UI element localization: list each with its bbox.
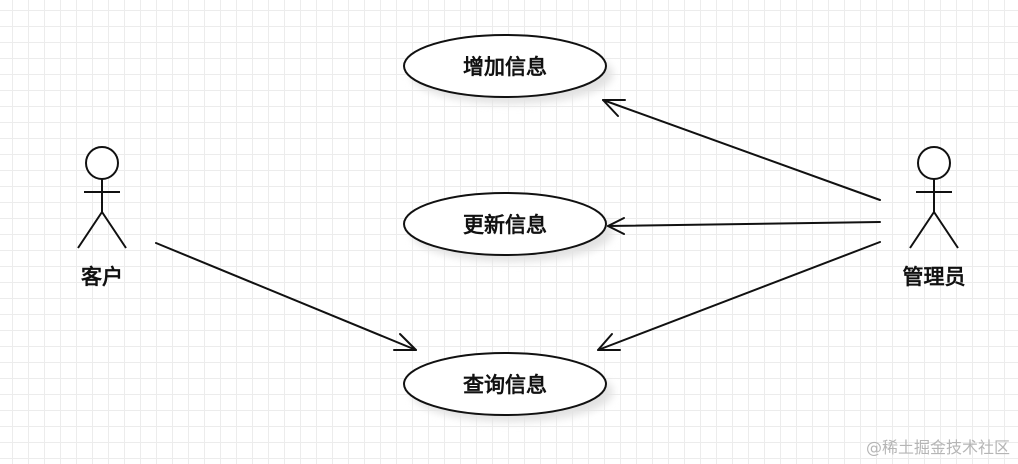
actor-head [917, 146, 951, 180]
use-case-label: 增加信息 [463, 55, 547, 79]
actor-right-leg [933, 211, 959, 249]
actor-head [85, 146, 119, 180]
association-admin-add[interactable] [602, 99, 881, 201]
use-case-query-info[interactable]: 查询信息 [403, 352, 613, 422]
association-admin-update[interactable] [607, 217, 881, 235]
arrow-head [597, 333, 621, 351]
arrow-head [607, 217, 625, 235]
association-line [607, 221, 881, 227]
actor-left-leg [909, 211, 935, 249]
use-case-add-info[interactable]: 增加信息 [403, 34, 613, 104]
arrow-head [602, 99, 626, 117]
association-line [602, 99, 881, 201]
actor-admin-label: 管理员 [903, 265, 966, 289]
use-case-label: 更新信息 [463, 213, 547, 237]
use-case-ellipse [403, 34, 607, 98]
association-line [155, 242, 417, 351]
actor-right-leg [101, 211, 127, 249]
watermark: @稀土掘金技术社区 [865, 438, 1010, 457]
use-case-label: 查询信息 [463, 373, 547, 397]
use-case-update-info[interactable]: 更新信息 [403, 192, 613, 262]
actor-customer-label: 客户 [81, 265, 123, 289]
actor-left-leg [77, 211, 103, 249]
association-admin-query[interactable] [597, 241, 881, 351]
association-line [597, 241, 881, 351]
arrow-head [393, 333, 417, 351]
actor-admin[interactable] [909, 146, 959, 249]
actor-customer[interactable] [77, 146, 127, 249]
use-case-ellipse [403, 352, 607, 416]
association-customer-query[interactable] [155, 242, 417, 351]
use-case-ellipse [403, 192, 607, 256]
